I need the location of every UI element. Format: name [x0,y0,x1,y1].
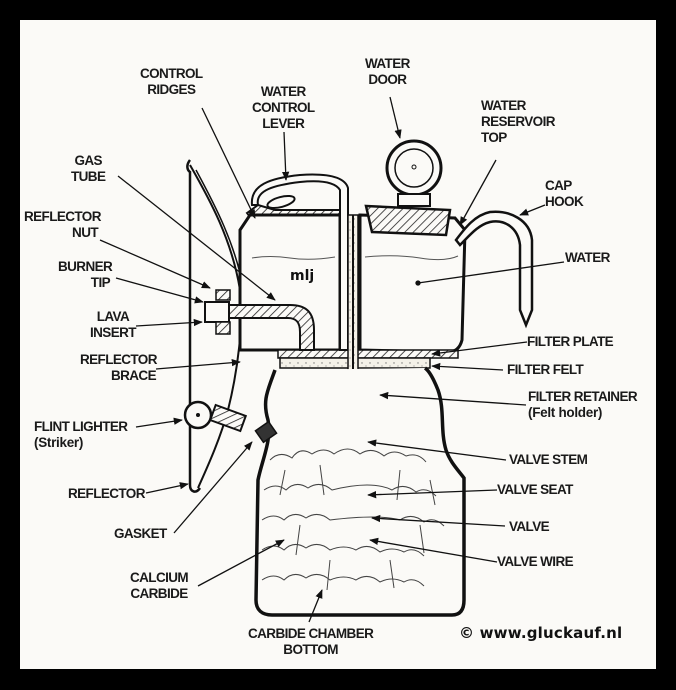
burner-assembly [204,289,315,351]
lever-slot [266,194,296,210]
watermark: mlj [290,268,315,284]
label-line: LEVER [262,116,305,131]
label-gas-tube: GAS TUBE [71,153,106,185]
flint-lighter-shape [183,400,248,433]
copyright-credit: © www.gluckauf.nl [459,624,623,642]
label-line: CARBIDE CHAMBER [248,626,374,641]
label-filter-felt: FILTER FELT [507,362,584,377]
label-reflector-brace: REFLECTOR BRACE [80,352,157,384]
label-line: TOP [481,130,507,145]
label-carbide-chamber-bottom: CARBIDE CHAMBER BOTTOM [248,626,374,658]
label-line: BURNER [58,259,113,274]
label-cap-hook: CAP HOOK [545,178,584,210]
label-line: CAP [545,178,572,193]
label-filter-retainer: FILTER RETAINER (Felt holder) [528,389,638,421]
label-line: WATER [365,56,410,71]
label-reflector-nut: REFLECTOR NUT [24,209,101,241]
label-line: HOOK [545,194,584,209]
label-line: CARBIDE [130,586,188,601]
label-valve-stem: VALVE STEM [509,452,588,467]
label-reflector: REFLECTOR [68,486,145,501]
label-line: (Felt holder) [528,405,603,420]
label-control-ridges: CONTROL RIDGES [140,66,203,98]
label-line: REFLECTOR [24,209,101,224]
label-line: RIDGES [147,82,196,97]
label-flint-lighter: FLINT LIGHTER (Striker) [34,419,128,451]
label-valve-wire: VALVE WIRE [497,554,574,569]
label-valve: VALVE [509,519,550,534]
label-line: WATER [481,98,526,113]
water-door-shape [364,139,452,237]
label-calcium-carbide: CALCIUM CARBIDE [130,570,189,602]
label-line: CONTROL [252,100,315,115]
label-line: REFLECTOR [80,352,157,367]
label-water-reservoir-top: WATER RESERVOIR TOP [481,98,555,146]
label-line: TIP [90,275,111,290]
label-line: FLINT LIGHTER [34,419,128,434]
label-line: NUT [72,225,99,240]
label-line: DOOR [368,72,407,87]
label-gasket: GASKET [114,526,167,541]
label-burner-tip: BURNER TIP [58,259,113,291]
label-lava-insert: LAVA INSERT [90,309,137,341]
label-filter-plate: FILTER PLATE [527,334,614,349]
label-line: TUBE [71,169,106,184]
label-water: WATER [565,250,610,265]
label-line: BOTTOM [283,642,338,657]
label-line: BRACE [110,368,157,383]
label-line: RESERVOIR [481,114,555,129]
carbide-chunks [261,448,445,591]
label-valve-seat: VALVE SEAT [497,482,573,497]
label-line: FILTER RETAINER [528,389,638,404]
label-line: GAS [74,153,102,168]
label-water-door: WATER DOOR [365,56,410,88]
label-line: WATER [260,84,306,99]
label-line: LAVA [96,309,130,324]
cap-hook-shape [454,210,534,329]
gasket-shape [254,420,278,444]
label-line: CONTROL [140,66,203,81]
leader-lines [99,96,565,623]
label-line: (Striker) [34,435,84,450]
label-water-control-lever: WATER CONTROL LEVER [252,84,315,132]
label-line: CALCIUM [130,570,189,585]
label-line: INSERT [90,325,137,340]
